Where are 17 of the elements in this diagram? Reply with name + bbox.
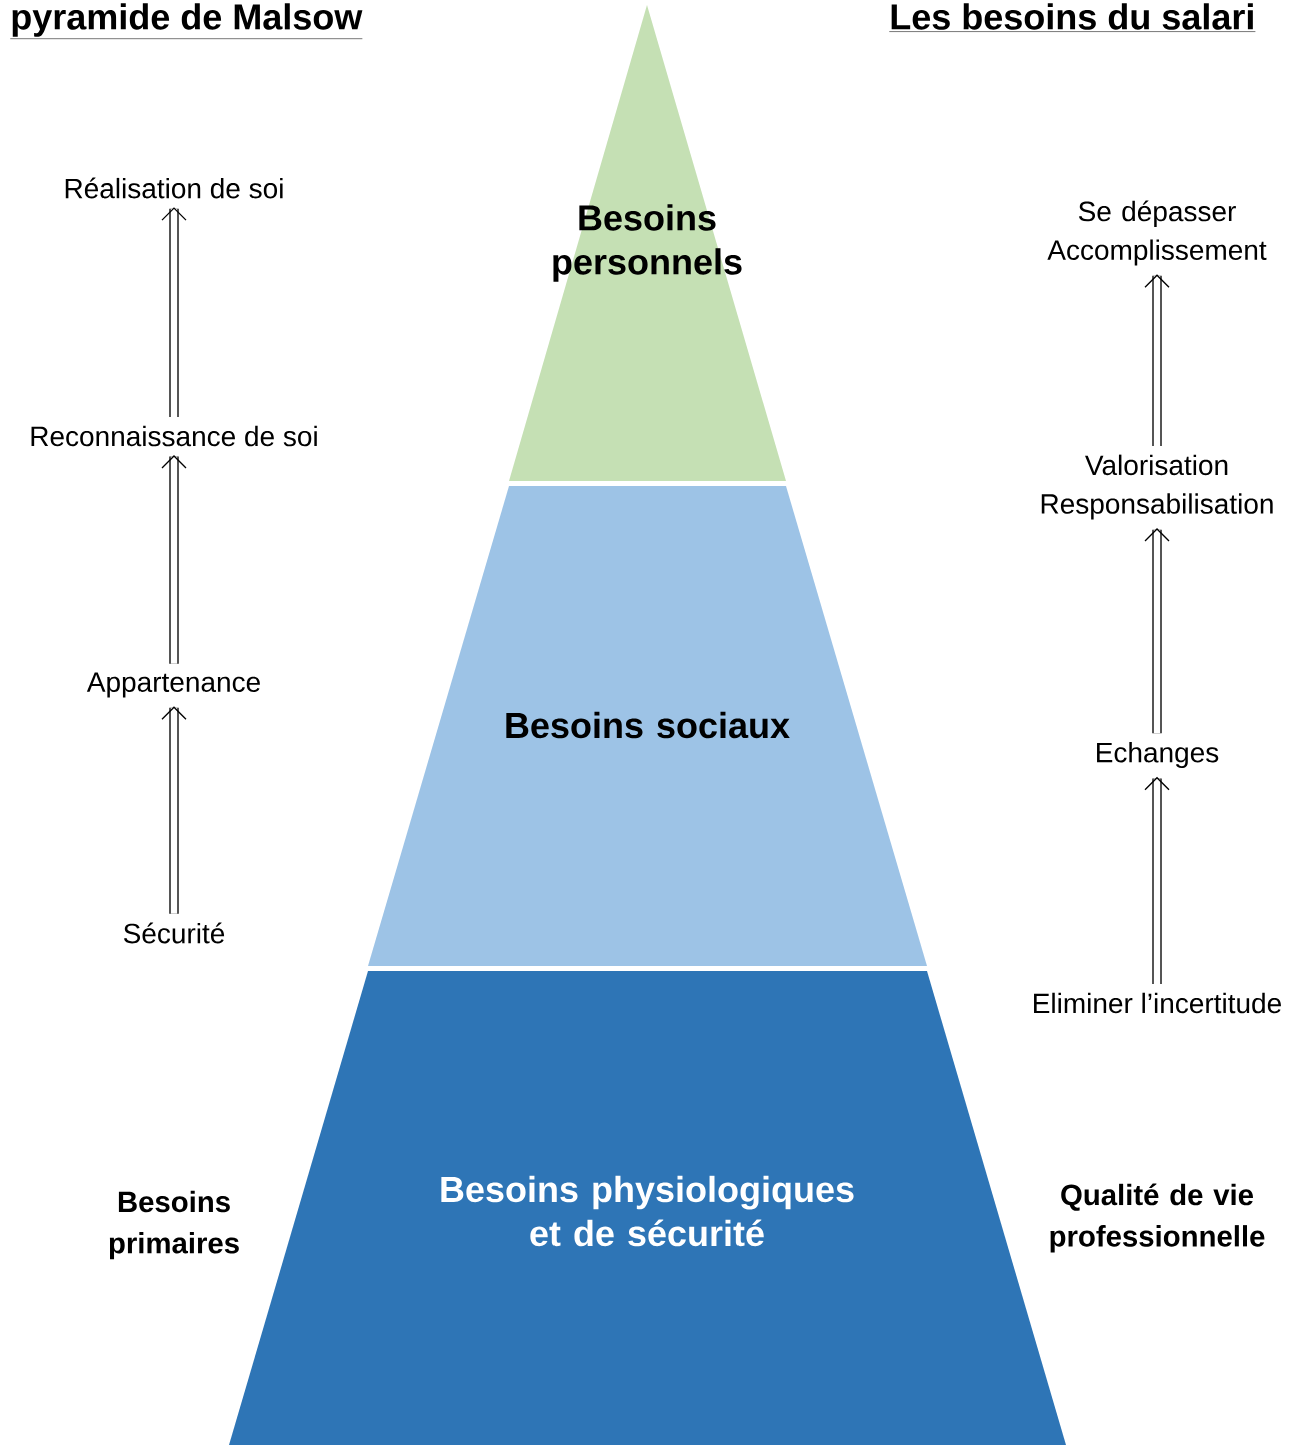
double-arrow bbox=[1144, 274, 1170, 446]
need-label: Echanges bbox=[1097, 741, 1219, 769]
double-arrow bbox=[1144, 528, 1170, 734]
need-label: Réalisation de soi bbox=[65, 177, 283, 199]
need-label: Reconnaissance de soi bbox=[31, 425, 317, 447]
double-arrow bbox=[161, 207, 187, 417]
need-label: Valorisation Responsabilisation bbox=[1041, 454, 1273, 520]
need-label: Appartenance bbox=[86, 672, 260, 698]
title: Les besoins du salari bbox=[889, 3, 1256, 32]
pyramid-band: Besoins sociaux bbox=[368, 486, 927, 966]
title: pyramide de Malsow bbox=[10, 3, 363, 39]
double-arrow bbox=[161, 706, 187, 914]
double-arrow bbox=[1144, 776, 1170, 984]
double-arrow bbox=[161, 455, 187, 664]
pyramid-band: Besoins personnels bbox=[509, 5, 786, 481]
need-label: Se dépasser Accomplissement bbox=[1047, 200, 1267, 266]
need-label: Sécurité bbox=[123, 922, 225, 944]
